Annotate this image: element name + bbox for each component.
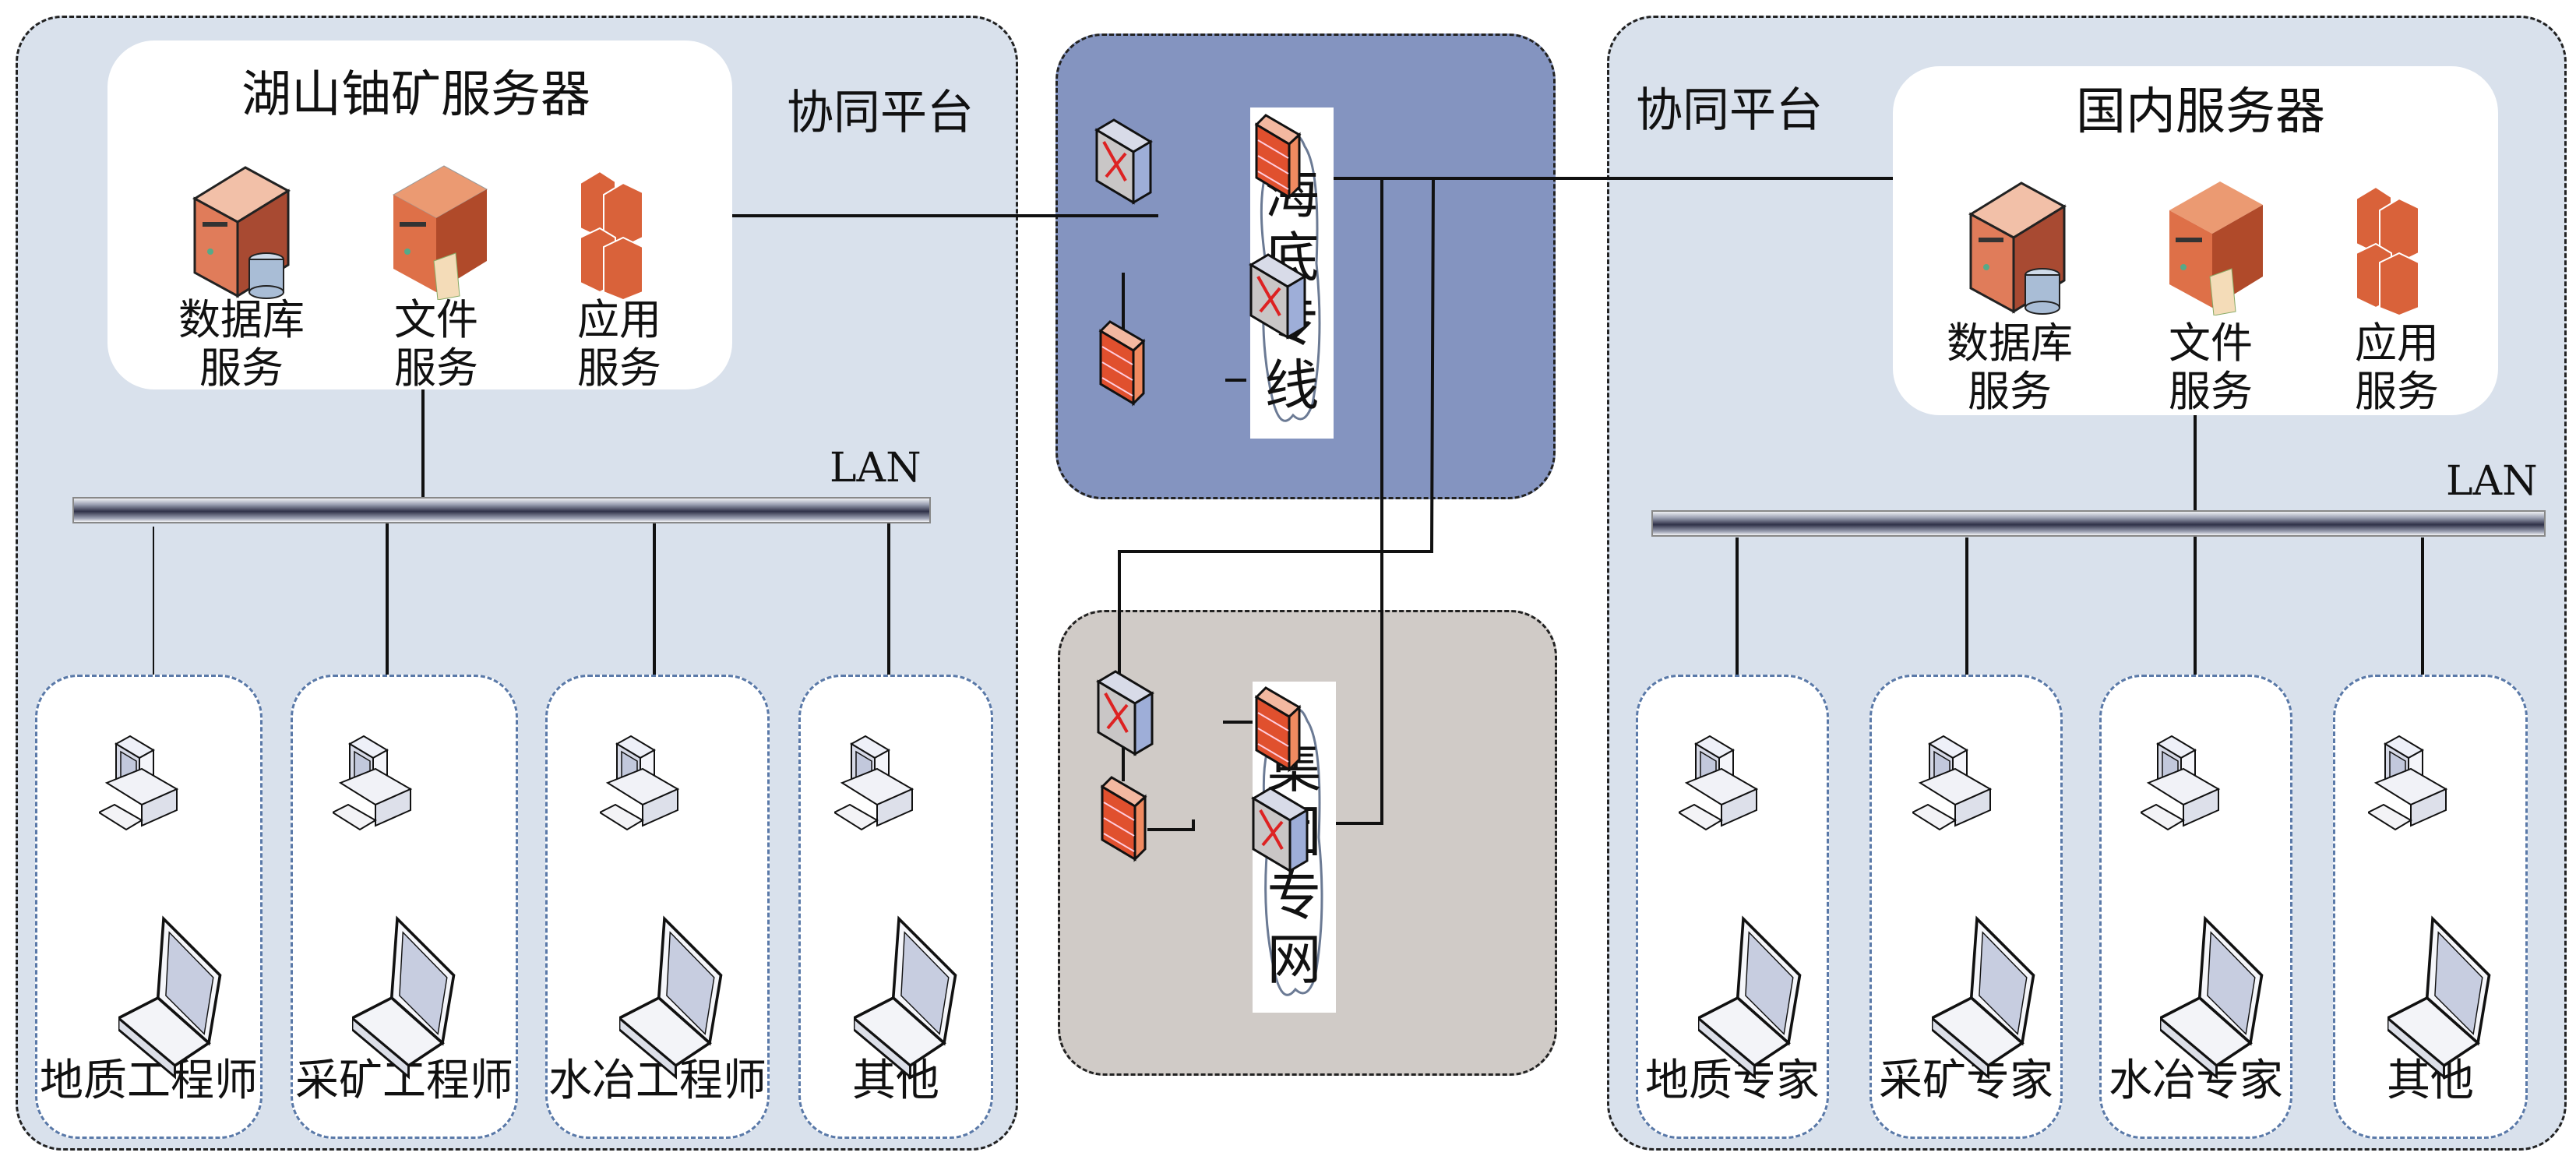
left-service-file: 文件 服务: [394, 295, 478, 393]
switch-icon: [1249, 253, 1307, 340]
right-lan-label: LAN: [2446, 458, 2538, 505]
switch-icon: [1251, 787, 1309, 873]
laptop-icon: [854, 915, 957, 1080]
left-service-application: 应用 服务: [577, 295, 661, 393]
right-client-label: 水冶专家: [2109, 1056, 2283, 1106]
group-char: 网: [1267, 928, 1322, 992]
application-server-icon: [580, 170, 643, 300]
file-server-icon: [392, 165, 488, 300]
right-client-label: 地质专家: [1645, 1056, 1820, 1106]
right-lan-bus: [1651, 510, 2546, 537]
right-platform-label: 协同平台: [1636, 83, 1823, 138]
left-lan-bus: [72, 497, 931, 523]
laptop-icon: [1932, 915, 2035, 1080]
firewall-icon: [1098, 320, 1146, 407]
laptop-icon: [2387, 915, 2491, 1080]
desktop-computer-icon: [2141, 735, 2221, 831]
desktop-computer-icon: [1912, 735, 1993, 831]
desktop-computer-icon: [600, 735, 680, 831]
right-client-label: 采矿专家: [1879, 1056, 2053, 1106]
left-platform-label: 协同平台: [787, 86, 974, 140]
firewall-icon: [1254, 686, 1302, 773]
right-service-application: 应用 服务: [2355, 319, 2439, 416]
laptop-icon: [2160, 915, 2264, 1080]
laptop-icon: [1698, 915, 1802, 1080]
desktop-computer-icon: [333, 735, 413, 831]
switch-icon: [1096, 670, 1154, 756]
application-server-icon: [2356, 185, 2419, 315]
right-client-mining: [1869, 675, 2063, 1139]
left-client-label: 水冶工程师: [548, 1056, 766, 1106]
left-service-database: 数据库 服务: [178, 295, 305, 393]
laptop-icon: [619, 915, 723, 1080]
laptop-icon: [352, 915, 456, 1080]
desktop-computer-icon: [1679, 735, 1759, 831]
desktop-computer-icon: [834, 735, 914, 831]
group-char: 专: [1267, 864, 1322, 928]
left-client-label: 地质工程师: [40, 1056, 258, 1106]
database-server-icon: [192, 166, 291, 299]
laptop-icon: [118, 915, 222, 1080]
wire-group-firewall-to-cloud: [1147, 819, 1195, 831]
desktop-computer-icon: [99, 735, 179, 831]
right-server-group-title: 国内服务器: [2076, 83, 2325, 141]
desktop-computer-icon: [2368, 735, 2448, 831]
database-server-icon: [1968, 181, 2067, 315]
firewall-icon: [1100, 776, 1147, 862]
switch-icon: [1094, 118, 1153, 205]
submarine-char: 线: [1264, 354, 1320, 418]
left-server-group-title: 湖山铀矿服务器: [241, 66, 590, 124]
left-lan-label: LAN: [830, 445, 922, 492]
right-service-file: 文件 服务: [2169, 319, 2253, 416]
file-server-icon: [2169, 181, 2263, 315]
right-service-database: 数据库 服务: [1947, 319, 2073, 416]
firewall-icon: [1254, 114, 1302, 200]
